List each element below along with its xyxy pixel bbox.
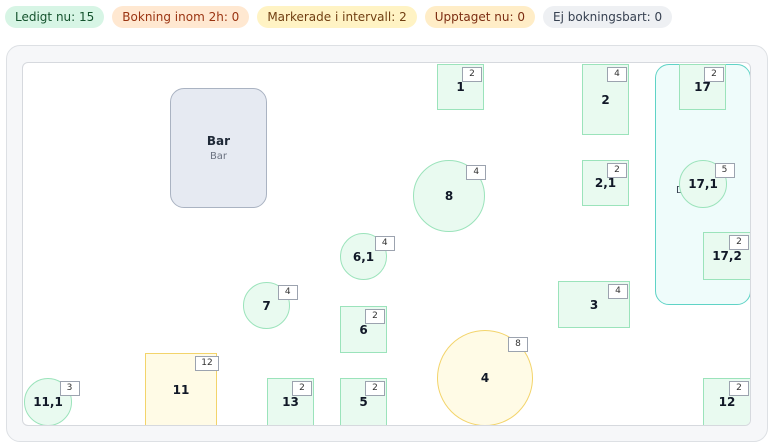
table-capacity-badge: 2 (365, 309, 385, 324)
table-capacity-badge: 8 (508, 336, 529, 352)
table-label: 1 (456, 80, 465, 94)
table-label: 2 (601, 92, 610, 107)
table-label: 7 (262, 298, 271, 313)
table-capacity-badge: 4 (277, 285, 298, 301)
table-capacity-badge: 2 (729, 381, 749, 396)
table-label: 11,1 (33, 395, 63, 409)
table-capacity-badge: 5 (714, 163, 735, 179)
table-label: 13 (282, 395, 299, 409)
table-capacity-badge: 2 (704, 67, 724, 82)
table-label: 4 (480, 371, 490, 385)
table-label: 17 (694, 80, 711, 94)
bar-area: Bar Bar (170, 88, 267, 208)
table-17-2[interactable]: 17,2 (703, 232, 750, 280)
table-capacity-badge: 4 (607, 67, 627, 82)
table-label: 6,1 (352, 249, 375, 264)
status-legend: Ledigt nu: 15 Bokning inom 2h: 0 Markerade… (5, 6, 673, 28)
table-capacity-badge: 2 (607, 163, 627, 178)
table-label: 6 (359, 322, 368, 337)
table-label: 17,1 (688, 177, 718, 191)
table-label: 12 (718, 395, 736, 409)
table-1[interactable]: 1 (437, 64, 484, 110)
table-capacity-badge: 4 (608, 284, 628, 299)
legend-occupied-now: Upptaget nu: 0 (424, 6, 536, 28)
table-capacity-badge: 12 (195, 356, 219, 371)
table-capacity-badge: 2 (292, 381, 312, 396)
table-capacity-badge: 2 (729, 235, 749, 250)
table-capacity-badge: 2 (462, 67, 482, 82)
table-label: 3 (589, 297, 599, 312)
table-capacity-badge: 4 (466, 165, 487, 181)
table-label: 11 (172, 382, 190, 397)
table-label: 2,1 (594, 176, 617, 190)
table-capacity-badge: 3 (59, 381, 80, 397)
legend-not-bookable: Ej bokningsbart: 0 (543, 6, 673, 28)
legend-free-now: Ledigt nu: 15 (5, 6, 105, 28)
legend-marked-in-interval: Markerade i intervall: 2 (257, 6, 417, 28)
table-label: 17,2 (712, 249, 742, 263)
table-label: 5 (359, 395, 368, 409)
legend-booking-within-2h: Bokning inom 2h: 0 (112, 6, 250, 28)
bar-subtitle: Bar (209, 151, 228, 162)
table-capacity-badge: 4 (374, 236, 395, 252)
floor-plan-canvas: Bar Bar D n 1224172842,1217,156,1417,227… (22, 62, 751, 426)
bar-title: Bar (206, 134, 231, 148)
table-label: 8 (444, 189, 454, 203)
table-capacity-badge: 2 (365, 381, 385, 396)
